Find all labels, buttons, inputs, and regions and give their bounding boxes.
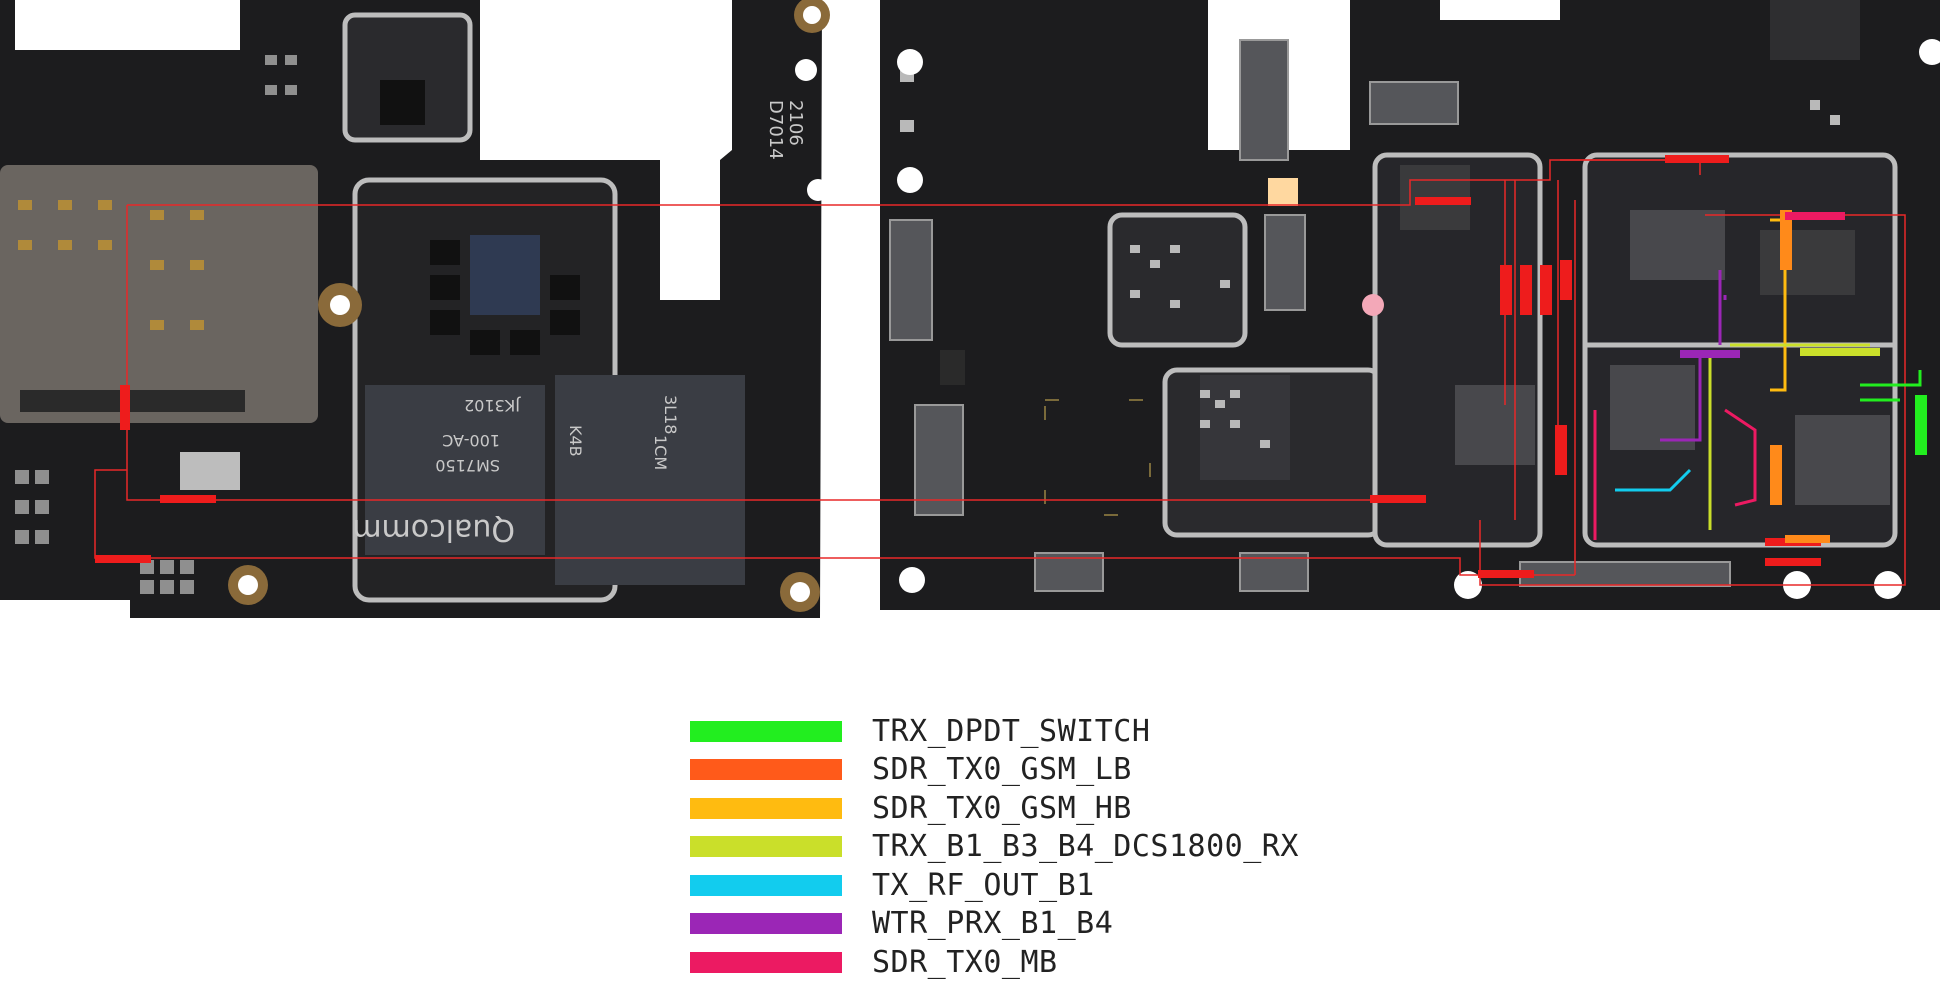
legend-swatch xyxy=(690,797,842,819)
soc-brand-text: Qualcomm xyxy=(352,512,515,547)
legend-label: TRX_B1_B3_B4_DCS1800_RX xyxy=(872,829,1299,865)
test-point-labels xyxy=(95,155,1927,578)
soc-rev-text: 100-AC xyxy=(442,431,500,450)
screw-hole xyxy=(897,49,923,75)
legend-label: SDR_TX0_GSM_HB xyxy=(872,790,1132,826)
ic-chip xyxy=(1200,375,1290,480)
connector xyxy=(1264,214,1306,311)
pmic-chip xyxy=(470,235,540,315)
chip2-text: 3L18 xyxy=(661,395,680,434)
legend-item-sdr-tx0-gsm-lb: SDR_TX0_GSM_LB xyxy=(690,751,1390,790)
connector xyxy=(1034,552,1104,592)
ic-chip xyxy=(1795,415,1890,505)
top-module-shield xyxy=(342,12,473,143)
legend-swatch xyxy=(690,913,842,935)
ic-chip xyxy=(1455,385,1535,465)
chip3-text: K4B xyxy=(566,425,585,457)
screw-hole xyxy=(1454,571,1482,599)
legend-label: TX_RF_OUT_B1 xyxy=(872,867,1095,903)
legend-label: TRX_DPDT_SWITCH xyxy=(872,713,1151,749)
legend-item-wtr-prx-b1-b4: WTR_PRX_B1_B4 xyxy=(690,905,1390,944)
pcb-board-illustration: Qualcomm SM7150 100-AC JK3102 3L18 1CM K… xyxy=(0,0,1945,618)
connector xyxy=(889,219,933,341)
legend-label: WTR_PRX_B1_B4 xyxy=(872,906,1114,942)
legend-label: SDR_TX0_GSM_LB xyxy=(872,752,1132,788)
signal-traces xyxy=(94,159,1906,586)
sim-tray-shield xyxy=(0,165,318,423)
shield xyxy=(1107,212,1248,348)
legend-swatch xyxy=(690,836,842,858)
shield-clip xyxy=(180,452,240,490)
connector xyxy=(1519,561,1731,587)
legend-item-tx-rf-out-b1: TX_RF_OUT_B1 xyxy=(690,866,1390,905)
chip1-text: JK3102 xyxy=(464,396,521,415)
soc-chip xyxy=(365,385,545,555)
connector xyxy=(914,404,964,516)
memory-chip xyxy=(555,375,745,585)
legend: TRX_DPDT_SWITCH SDR_TX0_GSM_LB SDR_TX0_G… xyxy=(690,712,1390,982)
connector xyxy=(1239,552,1309,592)
legend-swatch xyxy=(690,874,842,896)
screw-hole xyxy=(1919,39,1945,65)
silk-code-text: 2106 xyxy=(785,100,806,146)
soc-model-text: SM7150 xyxy=(435,456,500,475)
left-board: Qualcomm SM7150 100-AC JK3102 3L18 1CM K… xyxy=(0,0,830,618)
legend-swatch xyxy=(690,720,842,742)
silk-part-text: D7014 xyxy=(765,100,786,160)
ic-chip xyxy=(1630,210,1725,280)
connector xyxy=(1369,81,1459,125)
colored-traces xyxy=(1593,218,1922,540)
legend-label: SDR_TX0_MB xyxy=(872,944,1058,980)
legend-swatch xyxy=(690,951,842,973)
chip2b-text: 1CM xyxy=(651,435,670,470)
legend-swatch xyxy=(690,759,842,781)
legend-item-sdr-tx0-mb: SDR_TX0_MB xyxy=(690,943,1390,982)
legend-item-trx-dpdt-switch: TRX_DPDT_SWITCH xyxy=(690,712,1390,751)
screw-hole xyxy=(897,167,923,193)
transceiver-chip xyxy=(1610,365,1695,450)
legend-item-trx-b1-b3-b4-dcs1800-rx: TRX_B1_B3_B4_DCS1800_RX xyxy=(690,828,1390,867)
screw-hole xyxy=(899,567,925,593)
connector xyxy=(1239,39,1289,161)
legend-item-sdr-tx0-gsm-hb: SDR_TX0_GSM_HB xyxy=(690,789,1390,828)
ic-chip xyxy=(1760,230,1855,295)
